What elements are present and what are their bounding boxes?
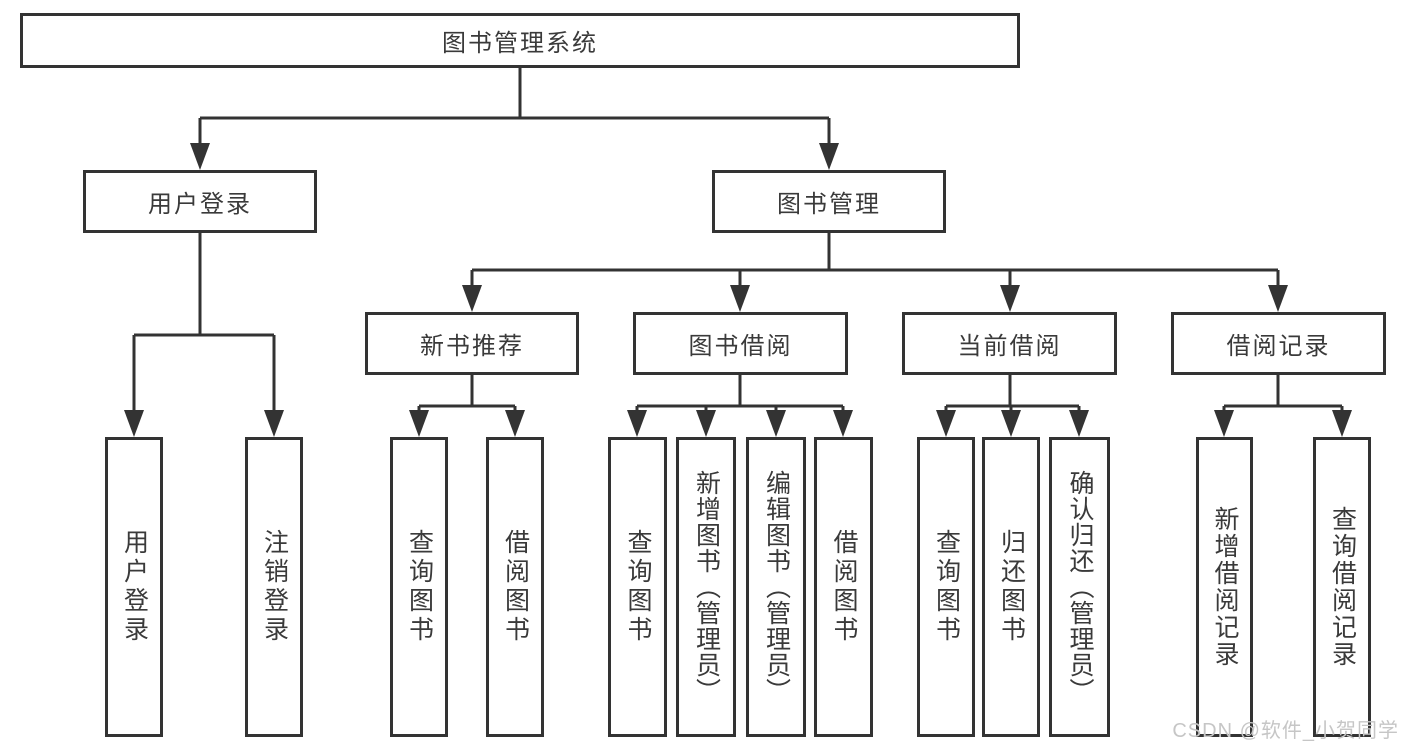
node-leaf-add-borrow-record: 新增借阅记录 (1196, 437, 1253, 737)
node-user-login-branch: 用户登录 (83, 170, 317, 233)
node-leaf-add-books-admin: 新增图书（管理员） (676, 437, 736, 737)
arrowhead-icons (124, 143, 1352, 437)
node-leaf-logout: 注销登录 (245, 437, 303, 737)
csdn-watermark: CSDN @软件_小贺同学 (1172, 720, 1399, 742)
node-leaf-borrow-books-1: 借阅图书 (486, 437, 544, 737)
node-leaf-query-books-2: 查询图书 (608, 437, 667, 737)
node-book-borrow: 图书借阅 (633, 312, 848, 375)
node-leaf-confirm-return-admin: 确认归还（管理员） (1049, 437, 1110, 737)
node-current-borrow: 当前借阅 (902, 312, 1117, 375)
node-leaf-borrow-books-2: 借阅图书 (814, 437, 873, 737)
node-leaf-query-borrow-record: 查询借阅记录 (1313, 437, 1371, 737)
node-leaf-user-login: 用户登录 (105, 437, 163, 737)
node-leaf-edit-books-admin: 编辑图书（管理员） (746, 437, 806, 737)
node-leaf-query-books-1: 查询图书 (390, 437, 448, 737)
node-root-system: 图书管理系统 (20, 13, 1020, 68)
node-new-book-recommend: 新书推荐 (365, 312, 579, 375)
node-borrow-records: 借阅记录 (1171, 312, 1386, 375)
node-leaf-query-books-3: 查询图书 (917, 437, 975, 737)
node-book-management-branch: 图书管理 (712, 170, 946, 233)
node-leaf-return-books: 归还图书 (982, 437, 1040, 737)
